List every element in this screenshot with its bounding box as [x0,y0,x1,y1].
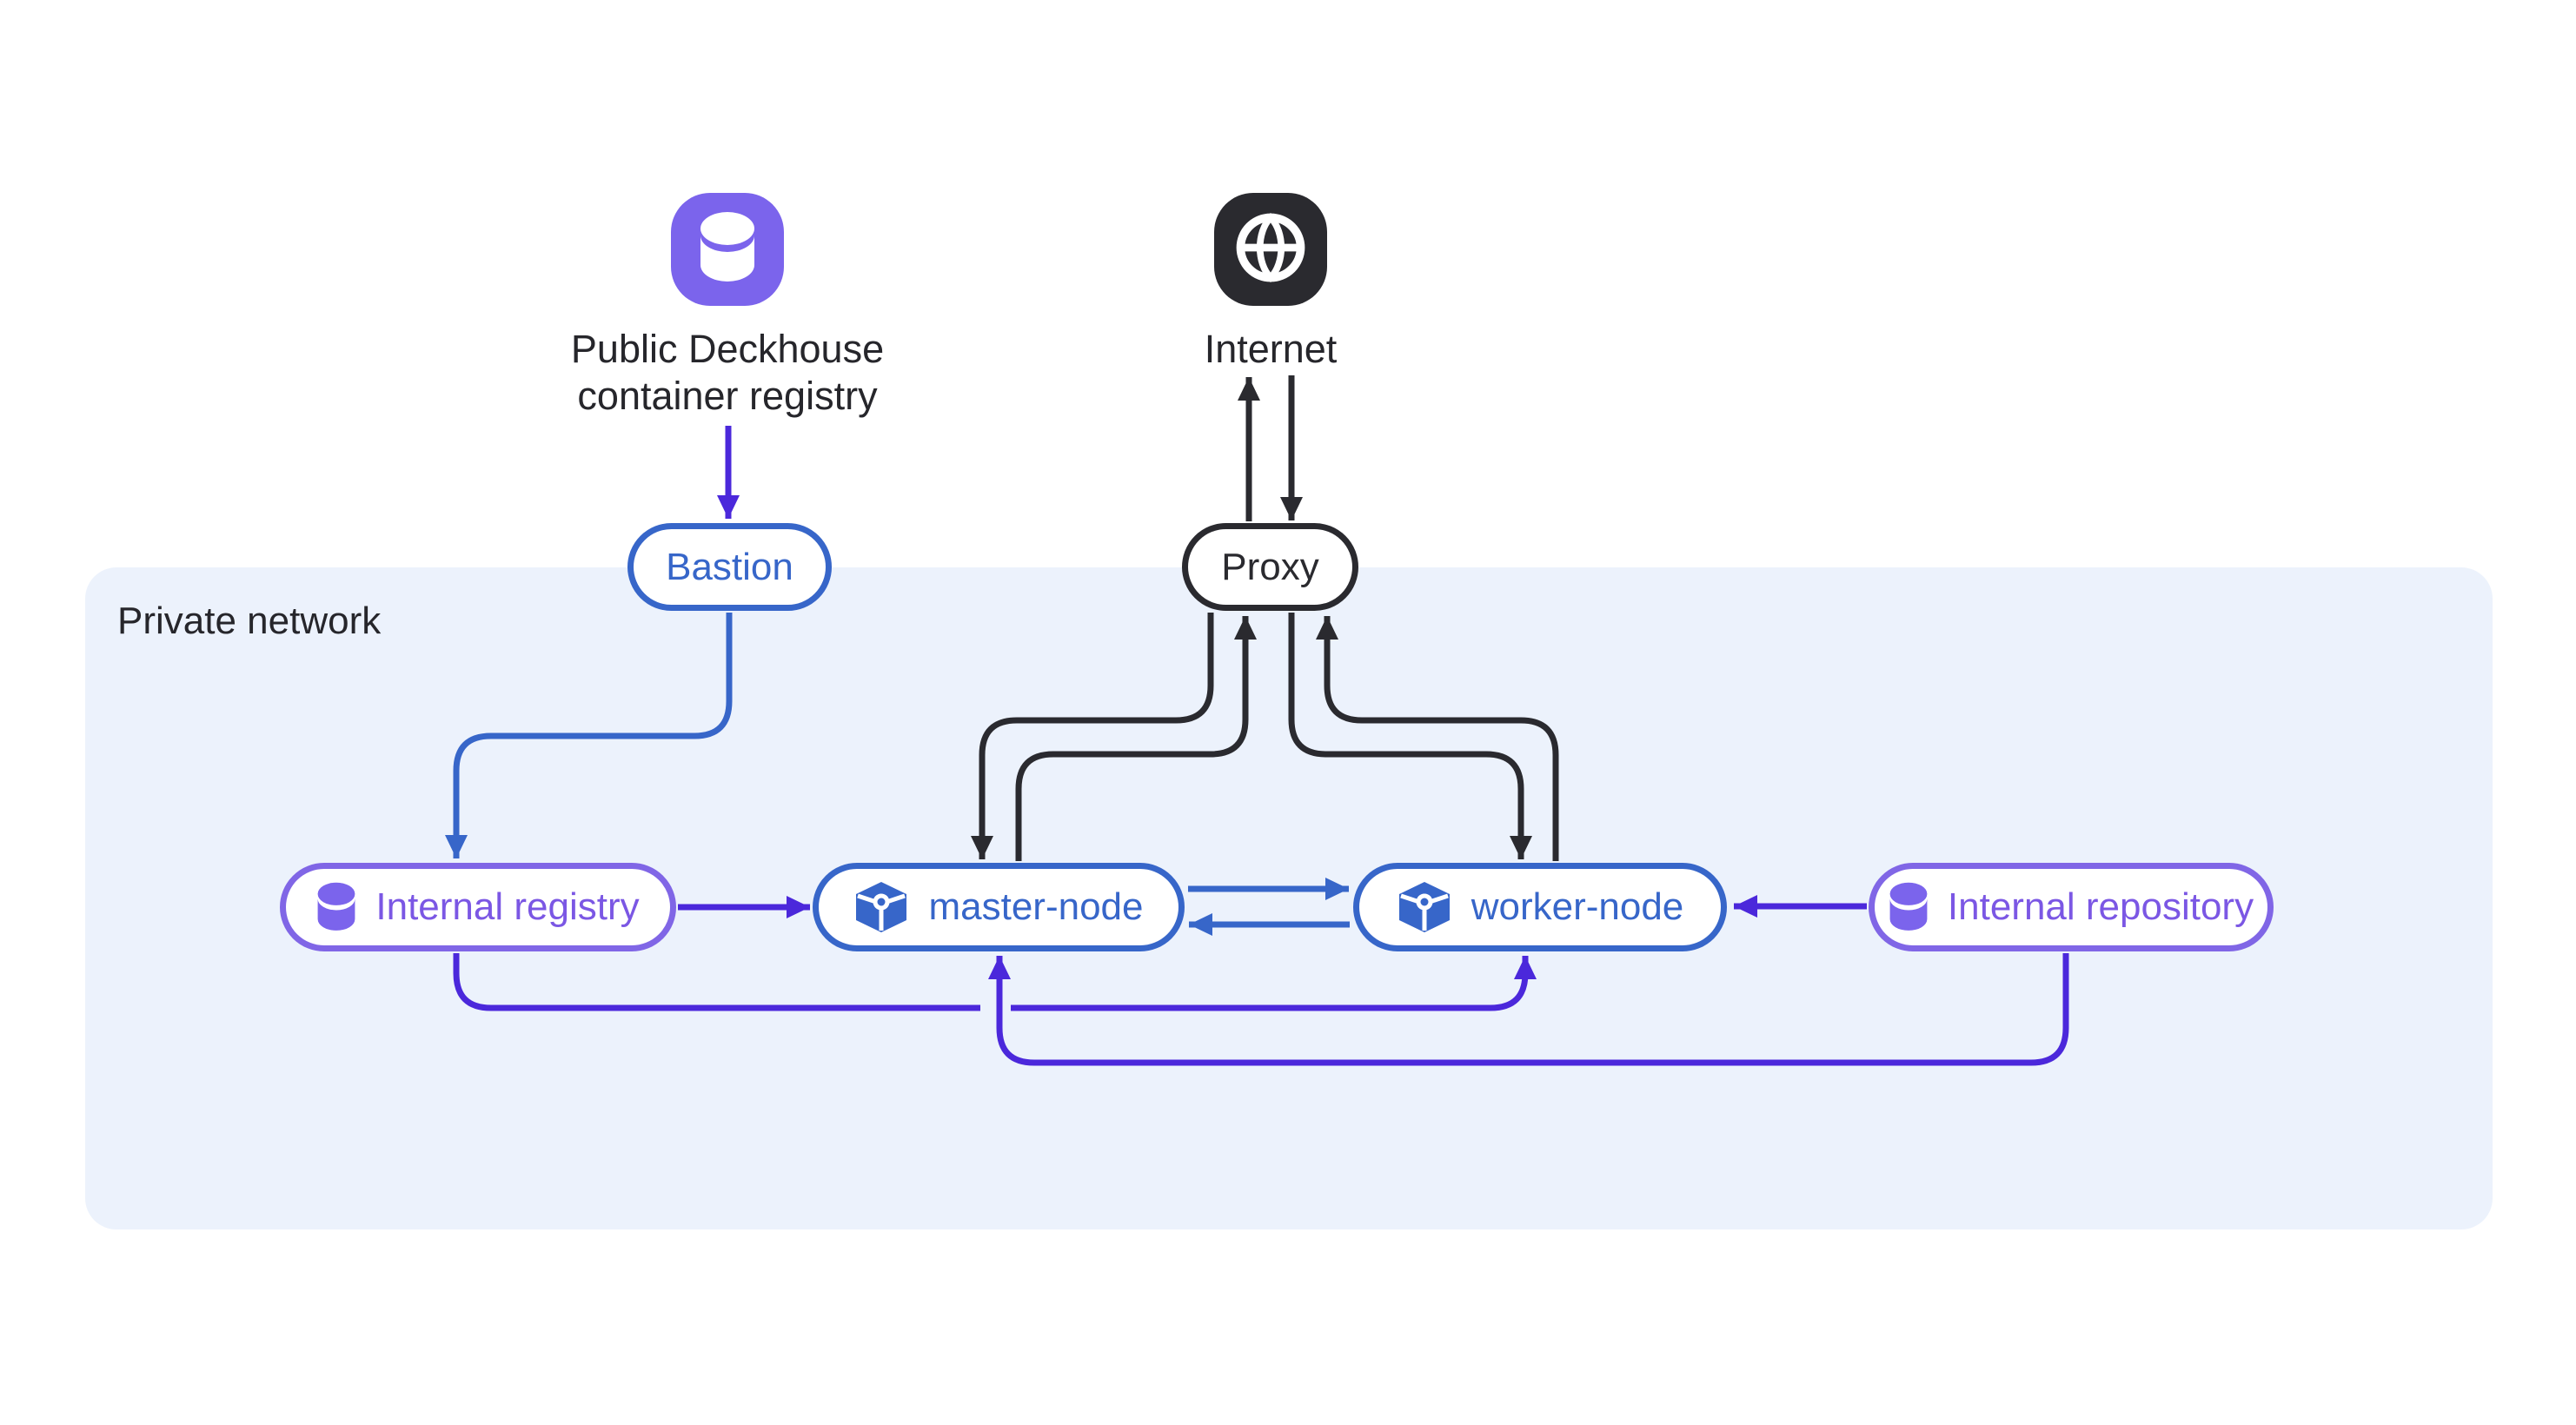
node-master: master-node [813,863,1185,951]
node-label: Bastion [666,545,793,588]
public-registry-label-line2: container registry [577,374,878,418]
node-label: Proxy [1221,545,1319,588]
public-registry-label-line1: Public Deckhouse [570,327,885,371]
bastion-to-internal-registry-edge [445,613,733,858]
proxy-to-master-node-edge [971,613,1214,859]
node-internal-repository: Internal repository [1869,863,2274,951]
database-icon [316,882,356,932]
node-bastion: Bastion [627,523,832,611]
database-icon [1889,882,1929,932]
public-registry-badge [671,193,784,306]
node-proxy: Proxy [1182,523,1358,611]
node-internal-registry: Internal registry [280,863,676,951]
internet-label: Internet [1204,327,1338,371]
node-label: Internal repository [1947,885,2254,928]
internal-registry-to-worker-node-edge [453,953,1525,1011]
worker-node-to-proxy-edge [1316,616,1559,861]
private-network-label: Private network [117,600,382,642]
node-label: worker-node [1471,885,1684,928]
proxy-to-worker-node-edge [1288,613,1532,859]
master-node-to-proxy-edge [1015,616,1257,861]
node-label: Internal registry [375,885,640,928]
globe-icon [1229,206,1312,294]
database-icon [700,211,755,288]
node-cube-icon [853,881,909,933]
node-cube-icon [1397,881,1452,933]
internet-badge [1214,193,1327,306]
node-label: master-node [928,885,1144,928]
internal-repository-to-master-node-edge [988,953,2069,1066]
node-worker: worker-node [1353,863,1727,951]
